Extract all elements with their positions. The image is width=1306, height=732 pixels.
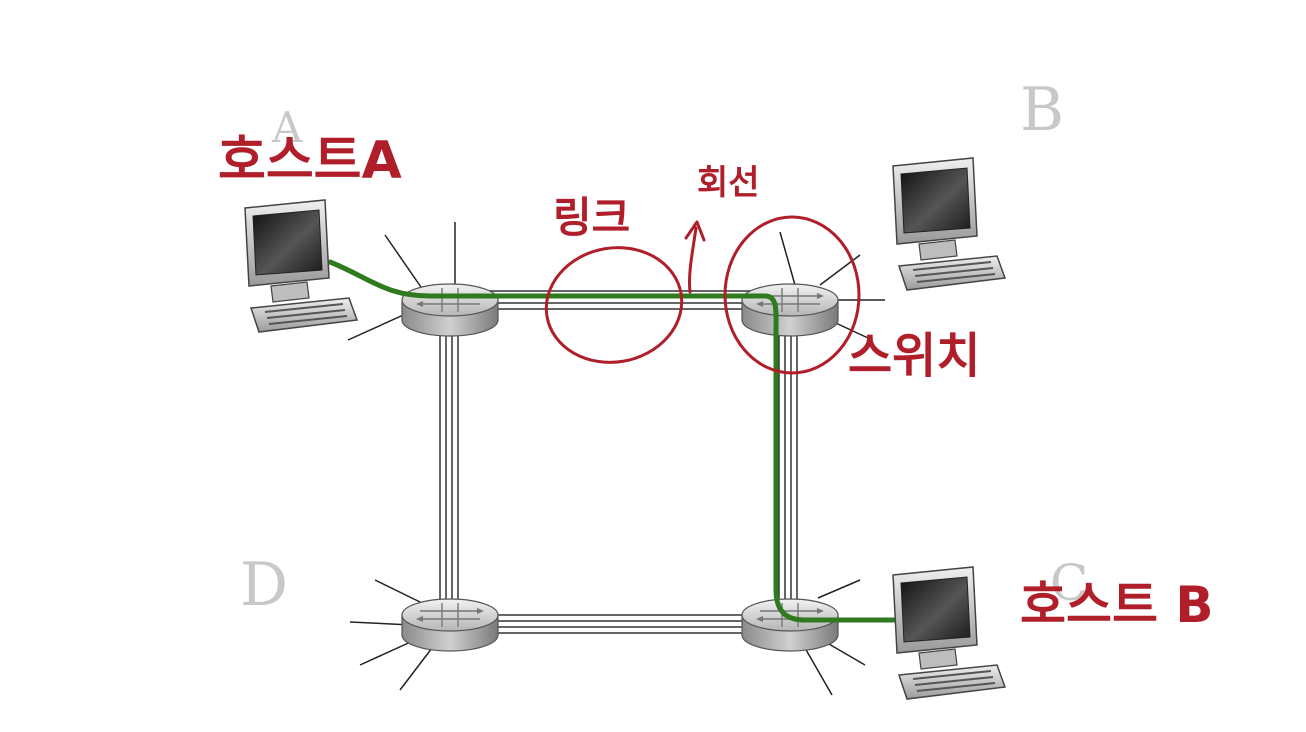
switch-top-right (741, 283, 839, 337)
link-left (439, 320, 459, 610)
circuit-path (327, 259, 908, 623)
host-b-label: 호스트 B (1020, 576, 1214, 634)
link-right (778, 320, 798, 610)
corner-letter-c: C (1050, 554, 1088, 612)
host-b-computer-icon (892, 566, 1006, 700)
link-highlight-circle (544, 246, 684, 364)
switch-top-left (401, 283, 499, 337)
corner-letter-a: A (271, 103, 303, 152)
switch-bottom-left (401, 598, 499, 652)
circuit-label: 회선 (697, 163, 760, 203)
switch-highlight-circle (723, 215, 861, 375)
switch-bottom-right (741, 598, 839, 652)
link-bottom (450, 614, 790, 634)
host-top-right-computer-icon (892, 157, 1006, 291)
corner-letter-b: B (1020, 75, 1064, 145)
host-a-label: 호스트A (218, 131, 402, 191)
corner-letter-d: D (240, 550, 288, 620)
circuit-arrow (687, 226, 698, 294)
switch-label: 스위치 (848, 328, 980, 384)
link-label: 링크 (553, 193, 630, 242)
circuit-arrowhead (684, 220, 706, 242)
